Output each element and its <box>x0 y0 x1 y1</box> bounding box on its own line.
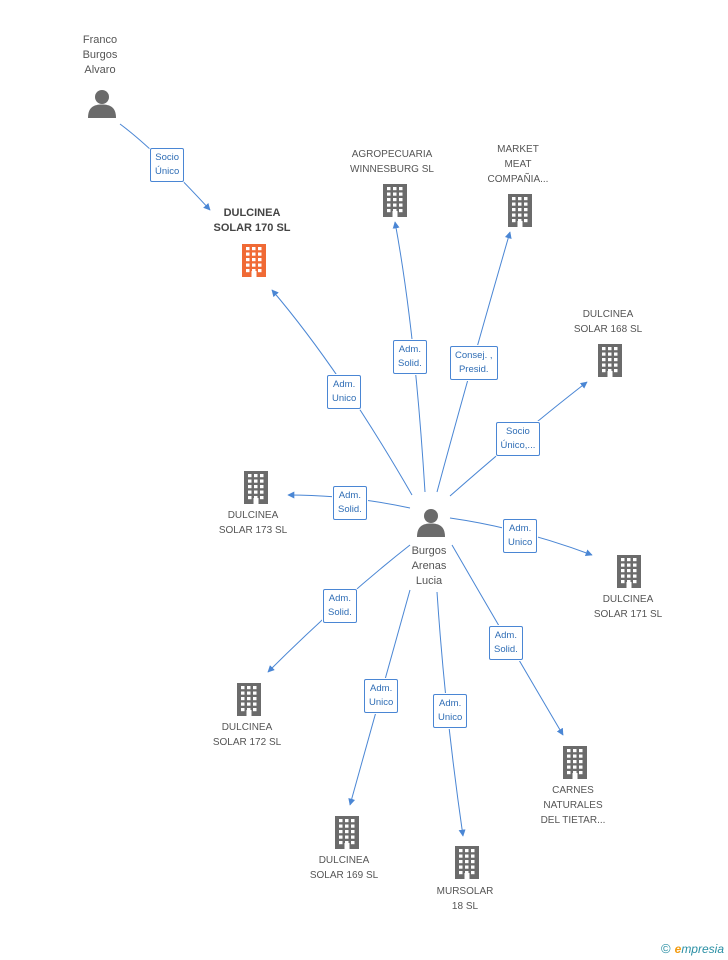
focus-company-icon[interactable] <box>239 243 269 282</box>
node-label-line: SOLAR 168 SL <box>573 324 643 335</box>
person-icon[interactable] <box>87 88 117 123</box>
node-label-line: MURSOLAR <box>436 886 494 897</box>
node-label-line: DULCINEA <box>602 594 654 605</box>
node-label-line: DULCINEA <box>223 207 281 219</box>
node-label-line: SOLAR 169 SL <box>309 870 379 881</box>
edge-label-line: Solid. <box>494 644 518 655</box>
edge-label-market[interactable]: Consej. , Presid. <box>450 346 498 380</box>
node-label-line: AGROPECUARIA <box>351 149 433 160</box>
edge-label-carnes[interactable]: Adm. Solid. <box>489 626 523 660</box>
edge-label-line: Unico <box>332 393 357 404</box>
edge-label-line: Unico <box>438 712 463 723</box>
company-building-icon[interactable] <box>560 745 590 784</box>
node-label-line: Arenas <box>411 560 447 572</box>
edge-label-dulcinea169[interactable]: Adm. Unico <box>364 679 399 713</box>
node-label-agropecuaria[interactable]: AGROPECUARIA WINNESBURG SL <box>327 147 457 177</box>
node-label-mursolar[interactable]: MURSOLAR 18 SL <box>400 884 530 914</box>
node-label-line: SOLAR 172 SL <box>212 737 282 748</box>
edge-label-line: Solid. <box>338 504 362 515</box>
copyright-symbol: © <box>661 941 671 956</box>
node-label-line: DEL TIETAR... <box>540 815 606 826</box>
node-label-line: 18 SL <box>451 901 479 912</box>
edge-label-agropecuaria[interactable]: Adm. Solid. <box>393 340 427 374</box>
edge-label-line: Adm. <box>494 630 517 641</box>
node-label-carnes[interactable]: CARNES NATURALES DEL TIETAR... <box>508 783 638 828</box>
edge-label-dulcinea170[interactable]: Adm. Unico <box>327 375 362 409</box>
edge-label-dulcinea171[interactable]: Adm. Unico <box>503 519 538 553</box>
edge-label-dulcinea173[interactable]: Adm. Solid. <box>333 486 367 520</box>
node-label-line: Lucia <box>415 575 443 587</box>
node-label-line: DULCINEA <box>318 855 370 866</box>
node-label-line: Burgos <box>82 49 118 61</box>
edge-label-mursolar[interactable]: Adm. Unico <box>433 694 468 728</box>
edge-label-line: Socio <box>506 426 530 437</box>
edge-label-line: Unico <box>369 697 394 708</box>
brand-name: mpresia <box>681 942 724 956</box>
node-label-line: Franco <box>82 34 118 46</box>
company-building-icon[interactable] <box>241 470 271 509</box>
node-label-line: MARKET <box>497 144 539 155</box>
node-label-line: SOLAR 173 SL <box>218 525 288 536</box>
company-building-icon[interactable] <box>332 815 362 854</box>
node-label-dulcinea168[interactable]: DULCINEA SOLAR 168 SL <box>543 307 673 337</box>
node-label-line: DULCINEA <box>227 510 279 521</box>
node-label-line: NATURALES <box>543 800 603 811</box>
edge-label-line: Adm. <box>370 683 393 694</box>
edge-label-line: Adm. <box>439 698 462 709</box>
edge-label-line: Adm. <box>333 379 356 390</box>
node-label-line: DULCINEA <box>582 309 634 320</box>
node-label-line: WINNESBURG SL <box>350 164 434 175</box>
node-label-line: DULCINEA <box>221 722 273 733</box>
company-building-icon[interactable] <box>234 682 264 721</box>
company-building-icon[interactable] <box>614 554 644 593</box>
edge-label-line: Solid. <box>398 358 422 369</box>
edge-label-line: Consej. , <box>455 350 493 361</box>
person-icon[interactable] <box>416 507 446 542</box>
node-label-line: Burgos <box>411 545 447 557</box>
node-label-line: COMPAÑIA... <box>487 174 549 185</box>
company-building-icon[interactable] <box>595 343 625 382</box>
footer-brand: ©empresia <box>661 941 724 956</box>
brand-letter: e <box>674 942 682 956</box>
node-label-dulcinea171[interactable]: DULCINEA SOLAR 171 SL <box>563 592 693 622</box>
node-label-dulcinea173[interactable]: DULCINEA SOLAR 173 SL <box>188 508 318 538</box>
node-label-dulcinea172[interactable]: DULCINEA SOLAR 172 SL <box>182 720 312 750</box>
company-building-icon[interactable] <box>452 845 482 884</box>
node-label-line: Alvaro <box>84 64 116 76</box>
node-label-market[interactable]: MARKET MEAT COMPAÑIA... <box>453 142 583 187</box>
company-building-icon[interactable] <box>380 183 410 222</box>
node-label-line: SOLAR 170 SL <box>213 222 291 234</box>
edge-label-line: Unico <box>508 537 533 548</box>
node-label-dulcinea169[interactable]: DULCINEA SOLAR 169 SL <box>279 853 409 883</box>
node-label-line: CARNES <box>552 785 594 796</box>
edge-label-line: Adm. <box>398 344 421 355</box>
edge-label-line: Único <box>155 166 180 177</box>
edge-label-dulcinea172[interactable]: Adm. Solid. <box>323 589 357 623</box>
node-label-line: SOLAR 171 SL <box>593 609 663 620</box>
edge-label-line: Adm. <box>509 523 532 534</box>
edge-label-line: Presid. <box>458 364 489 375</box>
node-label-dulcinea170[interactable]: DULCINEA SOLAR 170 SL <box>187 206 317 236</box>
edge-label-line: Adm. <box>328 593 351 604</box>
company-building-icon[interactable] <box>505 193 535 232</box>
edge-label-line: Socio <box>155 152 180 163</box>
edge-label-line: Solid. <box>328 607 352 618</box>
edge-label-line: Adm. <box>338 490 361 501</box>
edge-label-line: Único,... <box>500 440 536 451</box>
node-label-line: MEAT <box>504 159 532 170</box>
